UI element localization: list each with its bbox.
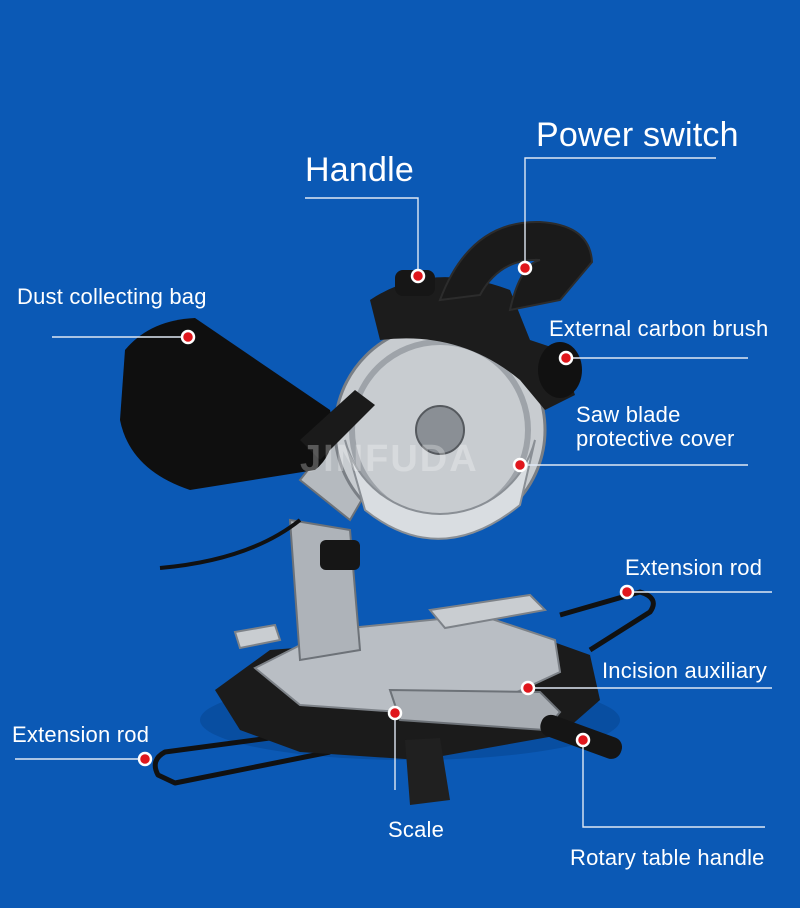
pivot-knob-shape bbox=[320, 540, 360, 570]
saw-blade-shape bbox=[344, 439, 536, 540]
label-handle: Handle bbox=[305, 151, 414, 189]
marker-rotary-handle bbox=[575, 732, 591, 748]
label-dust-collecting-bag: Dust collecting bag bbox=[17, 284, 207, 309]
label-scale: Scale bbox=[388, 817, 445, 842]
label-rotary-table-handle: Rotary table handle bbox=[570, 845, 765, 870]
label-incision-auxiliary: Incision auxiliary bbox=[602, 658, 768, 683]
marker-extension-rod-right bbox=[619, 584, 635, 600]
label-power-switch: Power switch bbox=[536, 116, 739, 154]
fence-right-shape bbox=[428, 593, 548, 630]
label-external-carbon-brush: External carbon brush bbox=[549, 316, 769, 341]
motor-housing-shape bbox=[370, 277, 575, 410]
marker-carbon-brush bbox=[558, 350, 574, 366]
carbon-brush-shape bbox=[538, 342, 582, 398]
base-foot-shape bbox=[405, 738, 450, 805]
marker-extension-rod-left bbox=[137, 751, 153, 767]
label-blade-cover-line2: protective cover bbox=[576, 426, 735, 452]
marker-handle bbox=[410, 268, 426, 284]
markers bbox=[137, 260, 635, 767]
leader-rotary-handle bbox=[582, 740, 765, 828]
left-extension-rod-shape bbox=[152, 727, 331, 786]
marker-scale bbox=[387, 705, 403, 721]
dust-bag-hose bbox=[300, 390, 375, 460]
label-extension-rod-left: Extension rod bbox=[12, 722, 150, 747]
brand-watermark: JINFUDA bbox=[300, 438, 479, 480]
right-extension-rod-shape bbox=[559, 589, 656, 653]
leader-handle bbox=[305, 197, 419, 276]
handle-shape bbox=[438, 220, 594, 312]
marker-power-switch bbox=[517, 260, 533, 276]
label-saw-blade-protective-cover: Saw blade protective cover bbox=[576, 402, 776, 452]
leader-lines bbox=[15, 157, 772, 828]
marker-incision-auxiliary bbox=[520, 680, 536, 696]
label-extension-rod-right: Extension rod bbox=[625, 555, 763, 580]
marker-dust-bag bbox=[180, 329, 196, 345]
leader-power-switch bbox=[524, 157, 716, 268]
marker-blade-cover bbox=[512, 457, 528, 473]
fence-left-shape bbox=[233, 623, 282, 650]
power-cord-shape bbox=[159, 518, 302, 570]
dust-bag-shape bbox=[120, 318, 333, 490]
label-blade-cover-line1: Saw blade bbox=[576, 402, 681, 427]
blade-hub-shape bbox=[415, 405, 465, 455]
